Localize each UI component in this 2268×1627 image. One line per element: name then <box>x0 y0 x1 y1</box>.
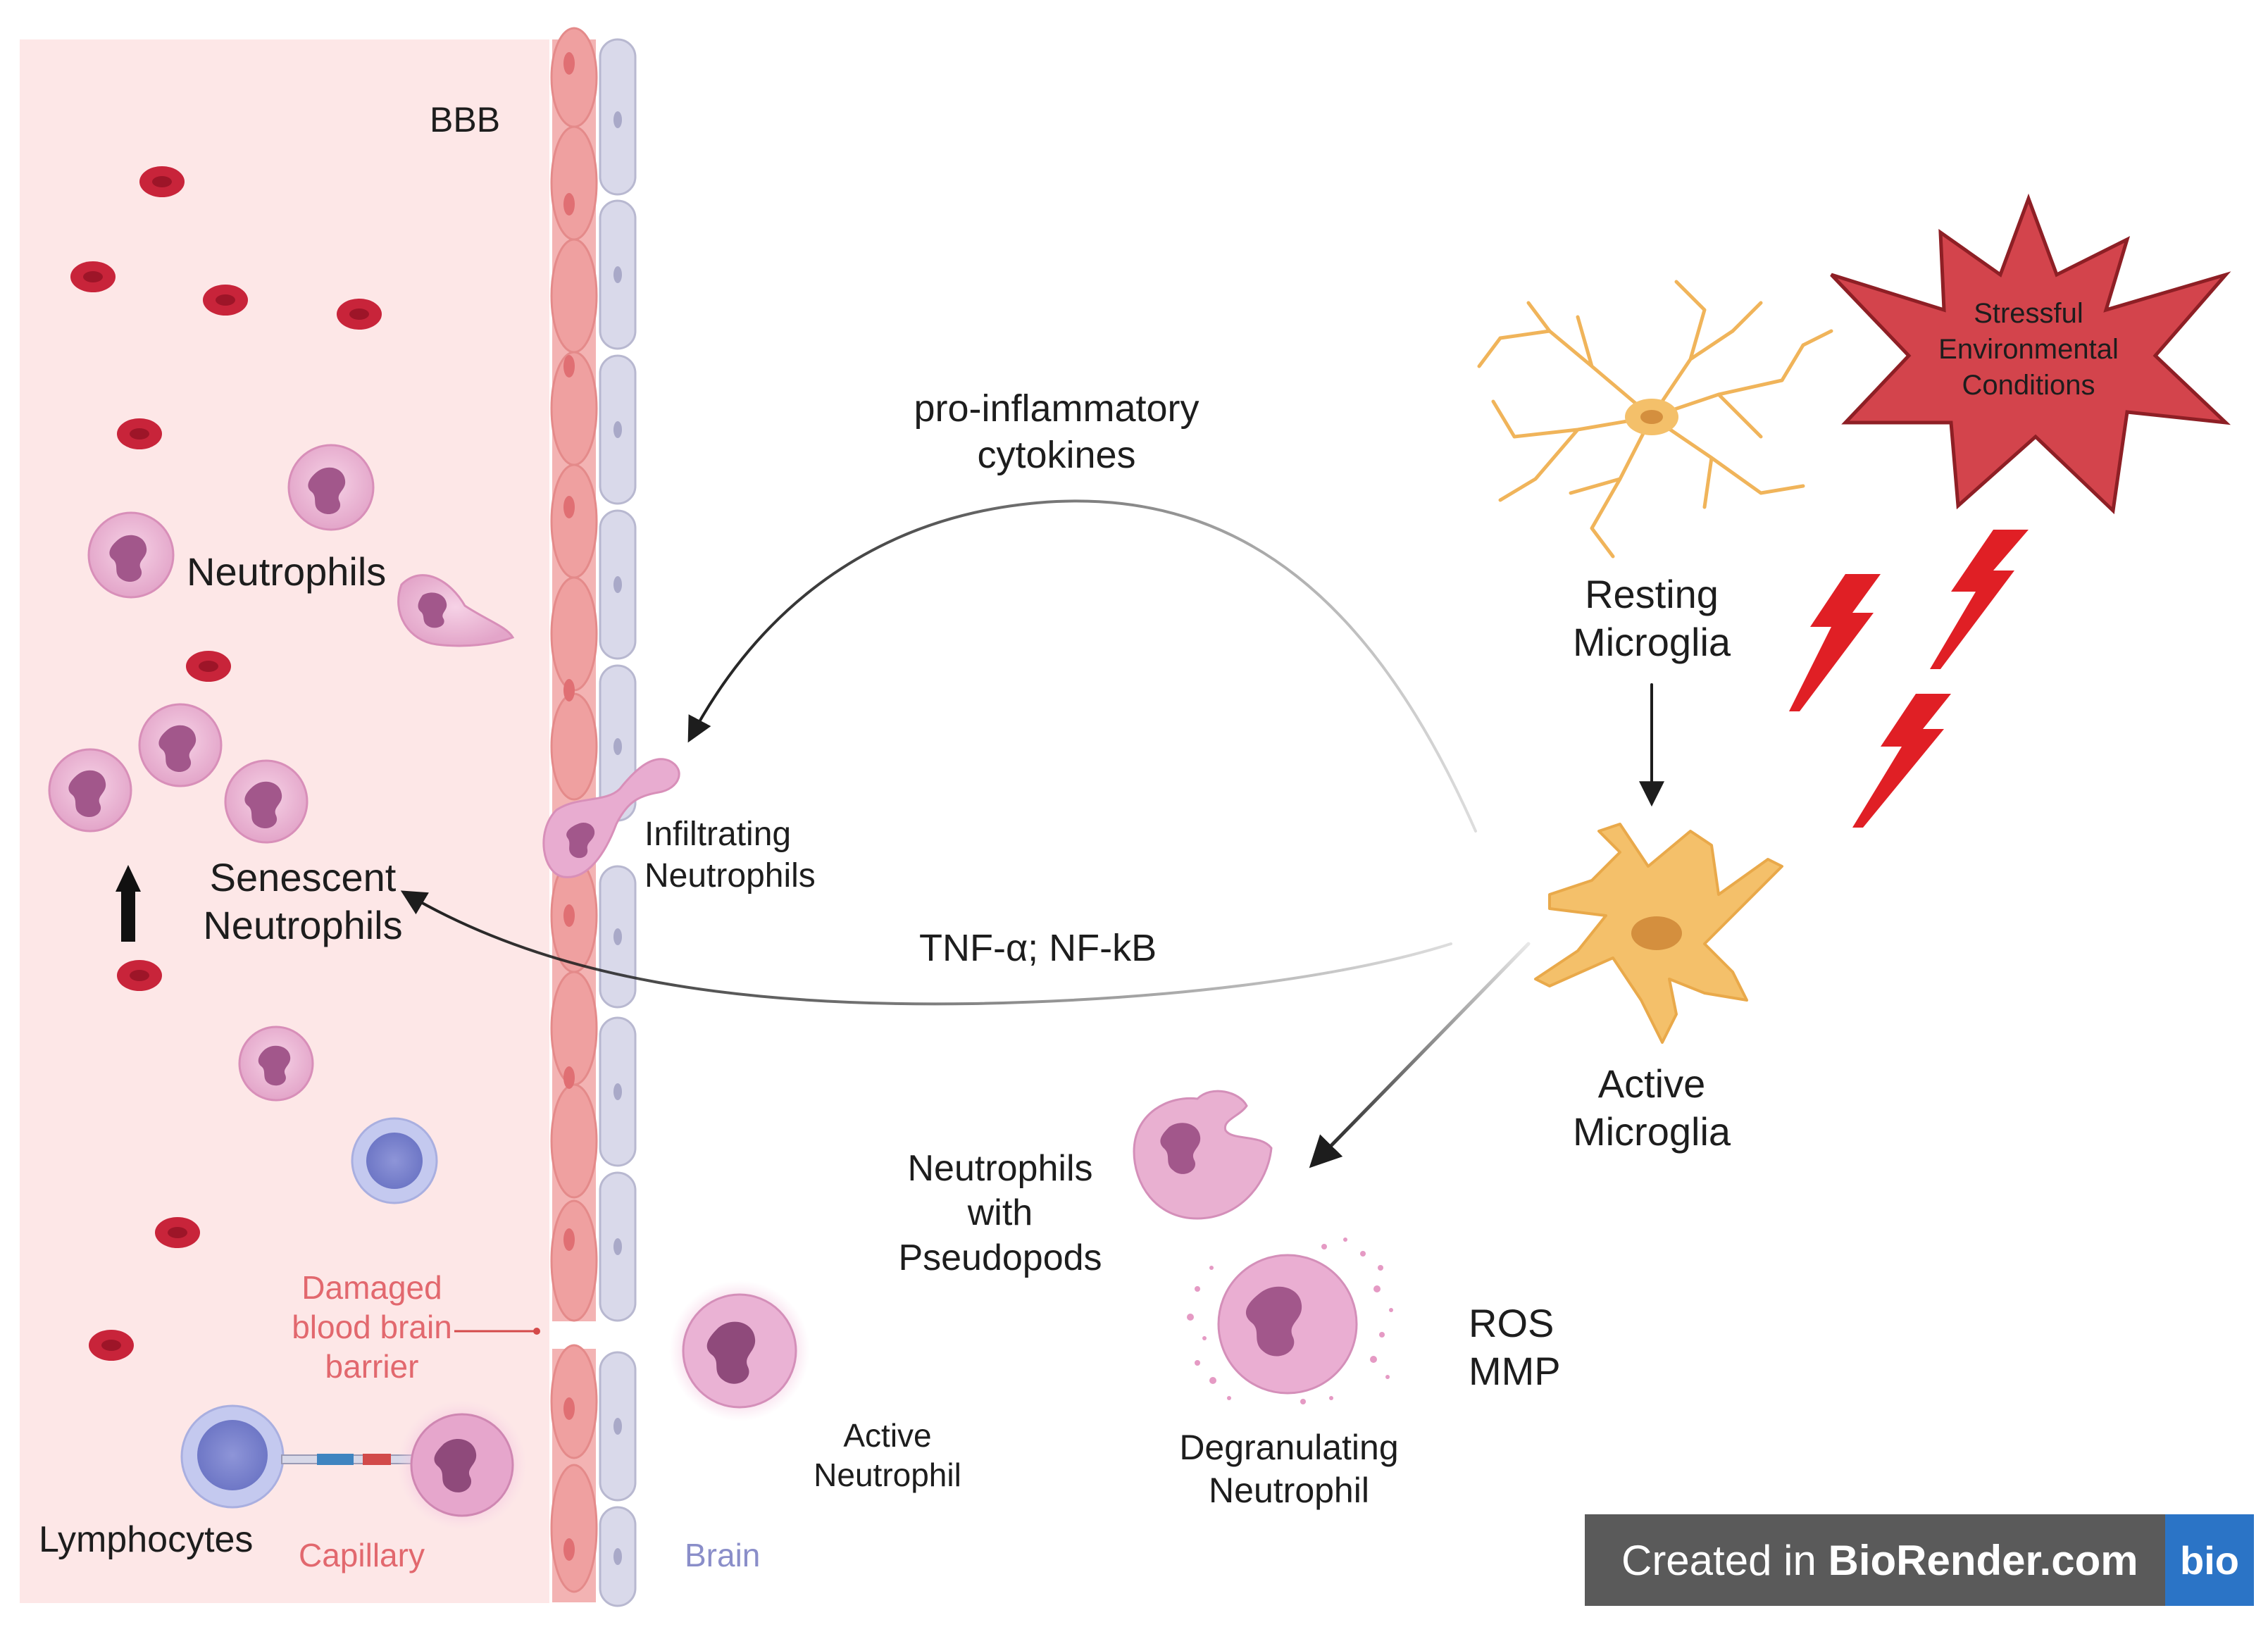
recruitment-arrow <box>1309 942 1531 1168</box>
watermark-text: Created in BioRender.com <box>1585 1536 2165 1585</box>
capillary-label: Capillary <box>299 1537 425 1573</box>
senescent-neutrophils-label: Senescent Neutrophils <box>203 855 403 948</box>
lymphocytes <box>180 1117 438 1509</box>
red-blood-cells <box>70 166 382 1361</box>
tnf-arrow <box>400 890 1452 1006</box>
degranulating-neutrophil-label: Degranulating Neutrophil <box>1179 1428 1399 1510</box>
degranulating-neutrophil <box>1187 1238 1393 1404</box>
ros-mmp-label: ROS MMP <box>1469 1301 1561 1394</box>
active-neutrophil-label: Active Neutrophil <box>814 1417 961 1494</box>
resting-microglia-label: Resting Microglia <box>1572 572 1731 665</box>
infiltrating-neutrophil <box>542 758 680 878</box>
watermark-brand: BioRender.com <box>1828 1536 2138 1584</box>
cell-adhesion-linker <box>281 1454 423 1465</box>
active-microglia <box>1534 823 1783 1044</box>
damaged-barrier-label: Damaged blood brain barrier <box>292 1269 452 1385</box>
brain-label: Brain <box>685 1537 761 1573</box>
pseudopods-label: Neutrophils with Pseudopods <box>898 1148 1102 1278</box>
lymphocytes-label: Lymphocytes <box>39 1519 254 1560</box>
resting-microglia <box>1477 280 1833 559</box>
damaged-barrier-pointer <box>454 1328 540 1335</box>
resting-microglia-nucleus <box>1640 410 1663 424</box>
tnf-nfkb-label: TNF-α; NF-kB <box>919 927 1157 969</box>
pseudopod-neutrophil <box>1133 1090 1273 1220</box>
glowing-neutrophil-capillary <box>397 1400 527 1530</box>
watermark-prefix: Created in <box>1621 1536 1828 1584</box>
stress-star <box>1830 193 2231 515</box>
arrows <box>400 499 1664 1168</box>
endothelial-wall <box>550 27 598 1602</box>
active-microglia-label: Active Microglia <box>1572 1061 1731 1154</box>
lightning-icons <box>1789 530 2029 828</box>
active-neutrophil-brain <box>669 1280 810 1421</box>
cytokines-label: pro-inflammatory cytokines <box>914 387 1200 476</box>
biorender-watermark[interactable]: Created in BioRender.com bio <box>1585 1514 2254 1606</box>
cytokines-arrow <box>687 499 1477 833</box>
neutrophils <box>48 444 515 1102</box>
astrocyte-layer <box>599 38 637 1607</box>
bio-logo-icon: bio <box>2165 1514 2254 1606</box>
stress-label: Stressful Environmental Conditions <box>1938 298 2119 401</box>
neutrophils-label: Neutrophils <box>187 549 387 594</box>
infiltrating-neutrophils-label: Infiltrating Neutrophils <box>644 816 816 894</box>
increase-arrow-icon <box>116 865 141 942</box>
bbb-label: BBB <box>430 100 501 139</box>
